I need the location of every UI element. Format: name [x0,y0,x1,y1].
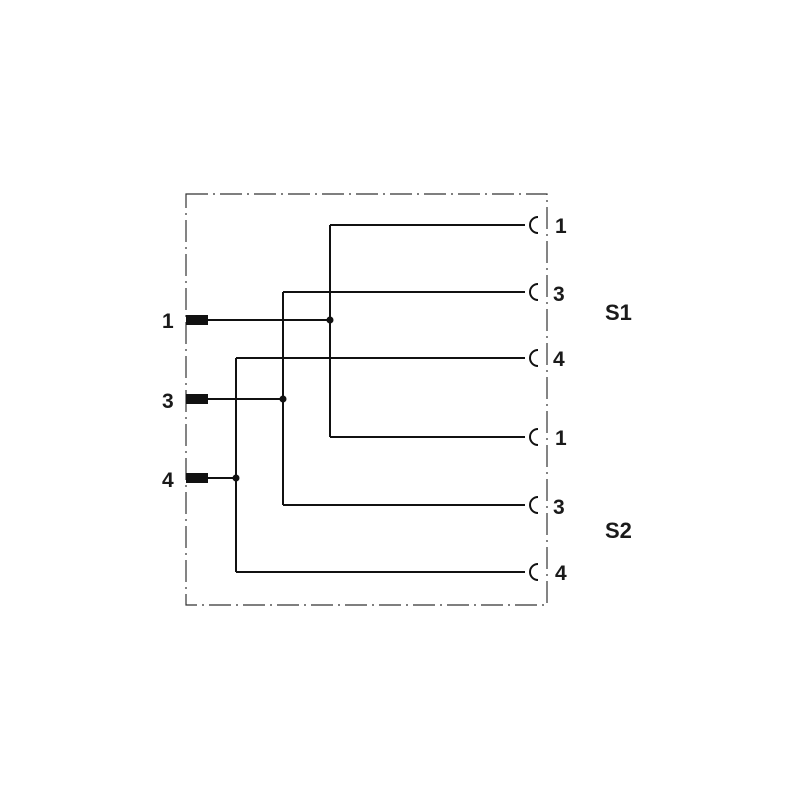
socket-label: 3 [553,283,565,306]
group-label-s2: S2 [605,518,632,543]
socket-label: 4 [555,562,567,585]
junction-dot [279,395,287,403]
pin-label: 1 [162,310,174,333]
pin-label: 3 [162,390,174,413]
socket-s2-4: 4 [529,562,567,585]
socket-label: 3 [553,496,565,519]
socket-icon [529,496,539,514]
left-pin-1: 1 [162,310,208,333]
socket-s1-4: 4 [529,348,565,371]
socket-icon [529,216,539,234]
socket-s1-3: 3 [529,283,565,306]
socket-label: 1 [555,427,567,450]
left-pin-3: 3 [162,390,208,413]
socket-s2-3: 3 [529,496,565,519]
junction-dot [326,316,334,324]
plug-pin-icon [186,394,208,404]
socket-icon [529,428,539,446]
junction-dot [232,474,240,482]
plug-pin-icon [186,473,208,483]
socket-icon [529,563,539,581]
socket-s1-1: 1 [529,215,567,238]
pin-label: 4 [162,469,174,492]
left-pin-4: 4 [162,469,208,492]
socket-label: 1 [555,215,567,238]
wire-pin-4 [208,357,525,573]
socket-icon [529,283,539,301]
socket-label: 4 [553,348,565,371]
plug-pin-icon [186,315,208,325]
wire-pin-3 [208,291,525,506]
group-label-s1: S1 [605,300,632,325]
socket-icon [529,349,539,367]
wire-pin-1 [208,224,525,438]
socket-s2-1: 1 [529,427,567,450]
